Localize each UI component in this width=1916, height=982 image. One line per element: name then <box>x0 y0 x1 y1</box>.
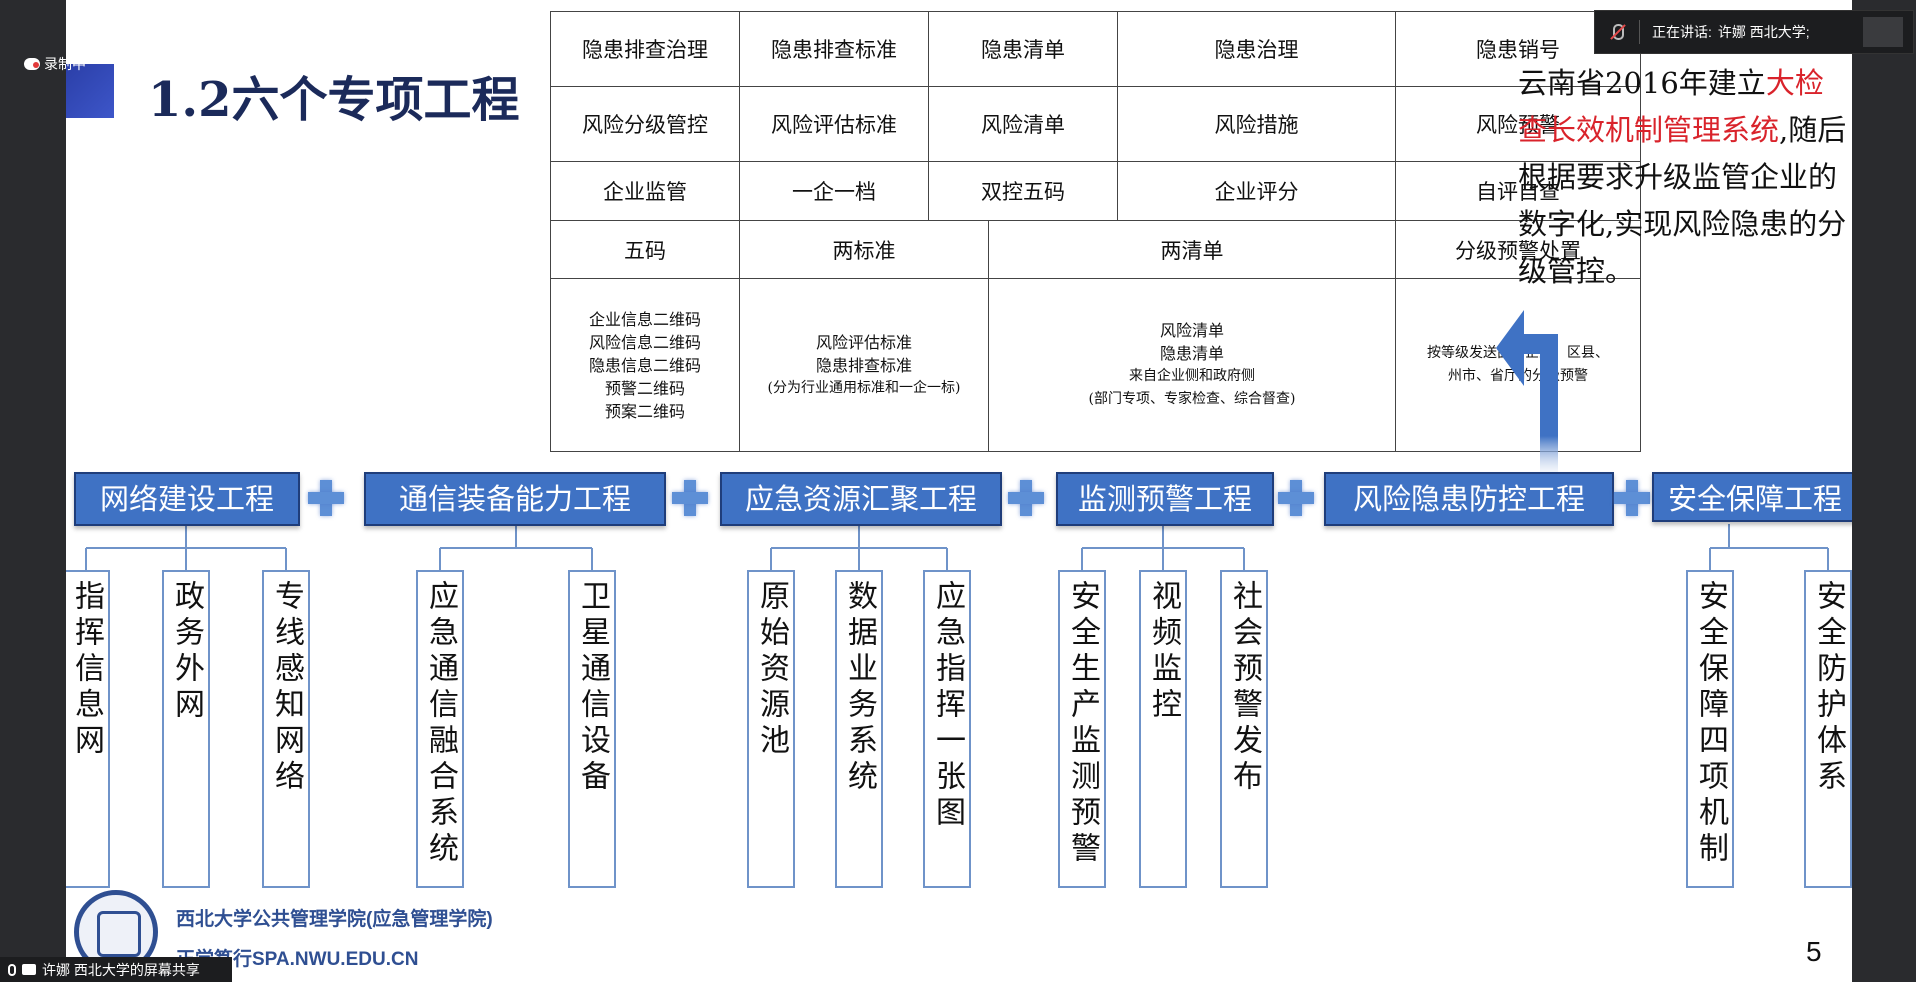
table-cell: 风险清单 隐患清单 来自企业侧和政府侧 (部门专项、专家检查、综合督查) <box>988 278 1396 452</box>
sub-item-box: 社会预警发布 <box>1220 570 1268 888</box>
sub-item-label: 政务外网 <box>169 580 204 724</box>
sub-item-label: 安全保障四项机制 <box>1693 580 1728 868</box>
footer-school-name: 西北大学公共管理学院(应急管理学院) <box>176 909 493 930</box>
speaker-name: 许娜 西北大学; <box>1717 24 1810 40</box>
recording-cloud-icon <box>24 58 40 70</box>
divider <box>1639 20 1640 44</box>
sub-item-box: 指挥信息网 <box>66 570 110 888</box>
share-label: 许娜 西北大学的屏幕共享 <box>42 961 200 978</box>
cell-line: 企业信息二维码 <box>588 309 701 329</box>
sub-item-box: 安全保障四项机制 <box>1686 570 1734 888</box>
project-monitoring-warning: 监测预警工程 <box>1056 472 1274 526</box>
table-cell: 隐患排查治理 <box>550 11 740 87</box>
title-accent-square <box>66 64 114 118</box>
cell-line: 风险信息二维码 <box>588 332 701 352</box>
sub-item-box: 数据业务系统 <box>835 570 883 888</box>
table-cell: 风险评估标准 隐患排查标准 (分为行业通用标准和一企一标) <box>739 278 989 452</box>
table-cell: 隐患清单 <box>928 11 1118 87</box>
risk-management-table: 隐患排查治理 隐患排查标准 隐患清单 隐患治理 隐患销号 风险分级管控 风险评估… <box>550 11 1641 452</box>
plus-icon <box>1006 478 1046 518</box>
plus-icon <box>306 478 346 518</box>
table-cell: 两标准 <box>739 220 989 279</box>
sub-item-label: 数据业务系统 <box>842 580 877 796</box>
cell-line: 隐患清单 <box>1159 344 1224 363</box>
plus-icon <box>670 478 710 518</box>
sub-item-label: 社会预警发布 <box>1227 580 1262 796</box>
mic-muted-icon <box>1607 22 1627 42</box>
project-communication-equipment: 通信装备能力工程 <box>364 472 666 526</box>
sub-item-label: 应急通信融合系统 <box>423 580 458 868</box>
project-security-assurance: 安全保障工程 <box>1652 472 1852 522</box>
sub-item-box: 应急通信融合系统 <box>416 570 464 888</box>
cell-line: (分为行业通用标准和一企一标) <box>767 379 961 396</box>
table-cell: 五码 <box>550 220 740 279</box>
table-cell: 风险清单 <box>928 86 1118 162</box>
table-cell: 风险分级管控 <box>550 86 740 162</box>
sub-item-box: 视频监控 <box>1139 570 1187 888</box>
side-text-part2: ,随后根据要求升级监管企业的数字化,实现风险隐患的分级管控。 <box>1518 113 1847 288</box>
sub-item-label: 卫星通信设备 <box>575 580 610 796</box>
footer-website: 正学笃行SPA.NWU.EDU.CN <box>176 949 419 970</box>
side-text-part1: 云南省2016年建立 <box>1518 66 1766 100</box>
cell-line: 来自企业侧和政府侧 <box>1129 368 1255 384</box>
table-row: 五码 两标准 两清单 分级预警处置 <box>550 220 1641 279</box>
cell-line: 风险评估标准 <box>815 332 912 352</box>
side-description: 云南省2016年建立大检查长效机制管理系统,随后根据要求升级监管企业的数字化,实… <box>1518 60 1848 295</box>
sub-item-box: 原始资源池 <box>747 570 795 888</box>
cell-line: (部门专项、专家检查、综合督查) <box>1088 391 1296 407</box>
table-row: 风险分级管控 风险评估标准 风险清单 风险措施 风险预警 <box>550 86 1641 162</box>
project-risk-prevention: 风险隐患防控工程 <box>1324 472 1614 526</box>
sub-item-label: 原始资源池 <box>754 580 789 760</box>
table-cell: 风险预警 <box>1395 86 1641 162</box>
sub-item-box: 卫星通信设备 <box>568 570 616 888</box>
elbow-arrow-icon <box>1496 310 1558 478</box>
table-cell: 风险措施 <box>1117 86 1396 162</box>
sub-item-box: 安全生产监测预警 <box>1058 570 1106 888</box>
table-cell: 企业信息二维码 风险信息二维码 隐患信息二维码 预警二维码 预案二维码 <box>550 278 740 452</box>
plus-icon <box>1276 478 1316 518</box>
sub-item-label: 视频监控 <box>1146 580 1181 724</box>
sub-item-box: 政务外网 <box>162 570 210 888</box>
side-text-highlight: 大检查长效机制管理系统 <box>1518 66 1824 147</box>
cell-line: 预警二维码 <box>604 378 685 398</box>
recording-label: 录制中 <box>44 56 86 72</box>
cell-line: 预案二维码 <box>604 401 685 421</box>
sub-item-box: 专线感知网络 <box>262 570 310 888</box>
sub-item-box: 应急指挥一张图 <box>923 570 971 888</box>
connector-lines <box>85 524 1829 570</box>
project-emergency-resources: 应急资源汇聚工程 <box>720 472 1002 526</box>
sub-item-label: 应急指挥一张图 <box>930 580 965 832</box>
slide-title: 1.2六个专项工程 <box>148 72 520 128</box>
cell-line: 风险清单 <box>1159 321 1224 340</box>
table-cell: 分级预警处置 <box>1395 220 1641 279</box>
table-cell: 企业评分 <box>1117 161 1396 221</box>
cell-line: 隐患信息二维码 <box>588 355 701 375</box>
table-cell: 企业监管 <box>550 161 740 221</box>
cell-line: 隐患排查标准 <box>815 355 912 375</box>
plus-icon <box>1612 478 1652 518</box>
sub-item-label: 安全生产监测预警 <box>1065 580 1100 868</box>
page-number: 5 <box>1806 936 1822 967</box>
table-row: 企业信息二维码 风险信息二维码 隐患信息二维码 预警二维码 预案二维码 风险评估… <box>550 278 1641 452</box>
speaking-label: 正在讲话: <box>1652 24 1712 40</box>
speaker-avatar <box>1863 17 1903 47</box>
presentation-slide: 1.2六个专项工程 隐患排查治理 隐患排查标准 隐患清单 隐患治理 隐患销号 风… <box>66 0 1852 982</box>
sub-item-label: 专线感知网络 <box>269 580 304 796</box>
sub-item-box: 安全防护体系 <box>1804 570 1852 888</box>
sub-item-label: 指挥信息网 <box>69 580 104 760</box>
sub-item-label: 安全防护体系 <box>1811 580 1846 796</box>
project-network-construction: 网络建设工程 <box>74 472 300 526</box>
logo-emblem <box>97 911 141 957</box>
screen-share-bar[interactable]: 许娜 西北大学的屏幕共享 <box>0 957 232 982</box>
screen-share-icon <box>22 964 36 975</box>
recording-indicator[interactable]: 录制中 <box>24 54 86 74</box>
mic-icon <box>8 963 16 976</box>
speaking-indicator: 正在讲话: 许娜 西北大学; <box>1594 10 1914 54</box>
